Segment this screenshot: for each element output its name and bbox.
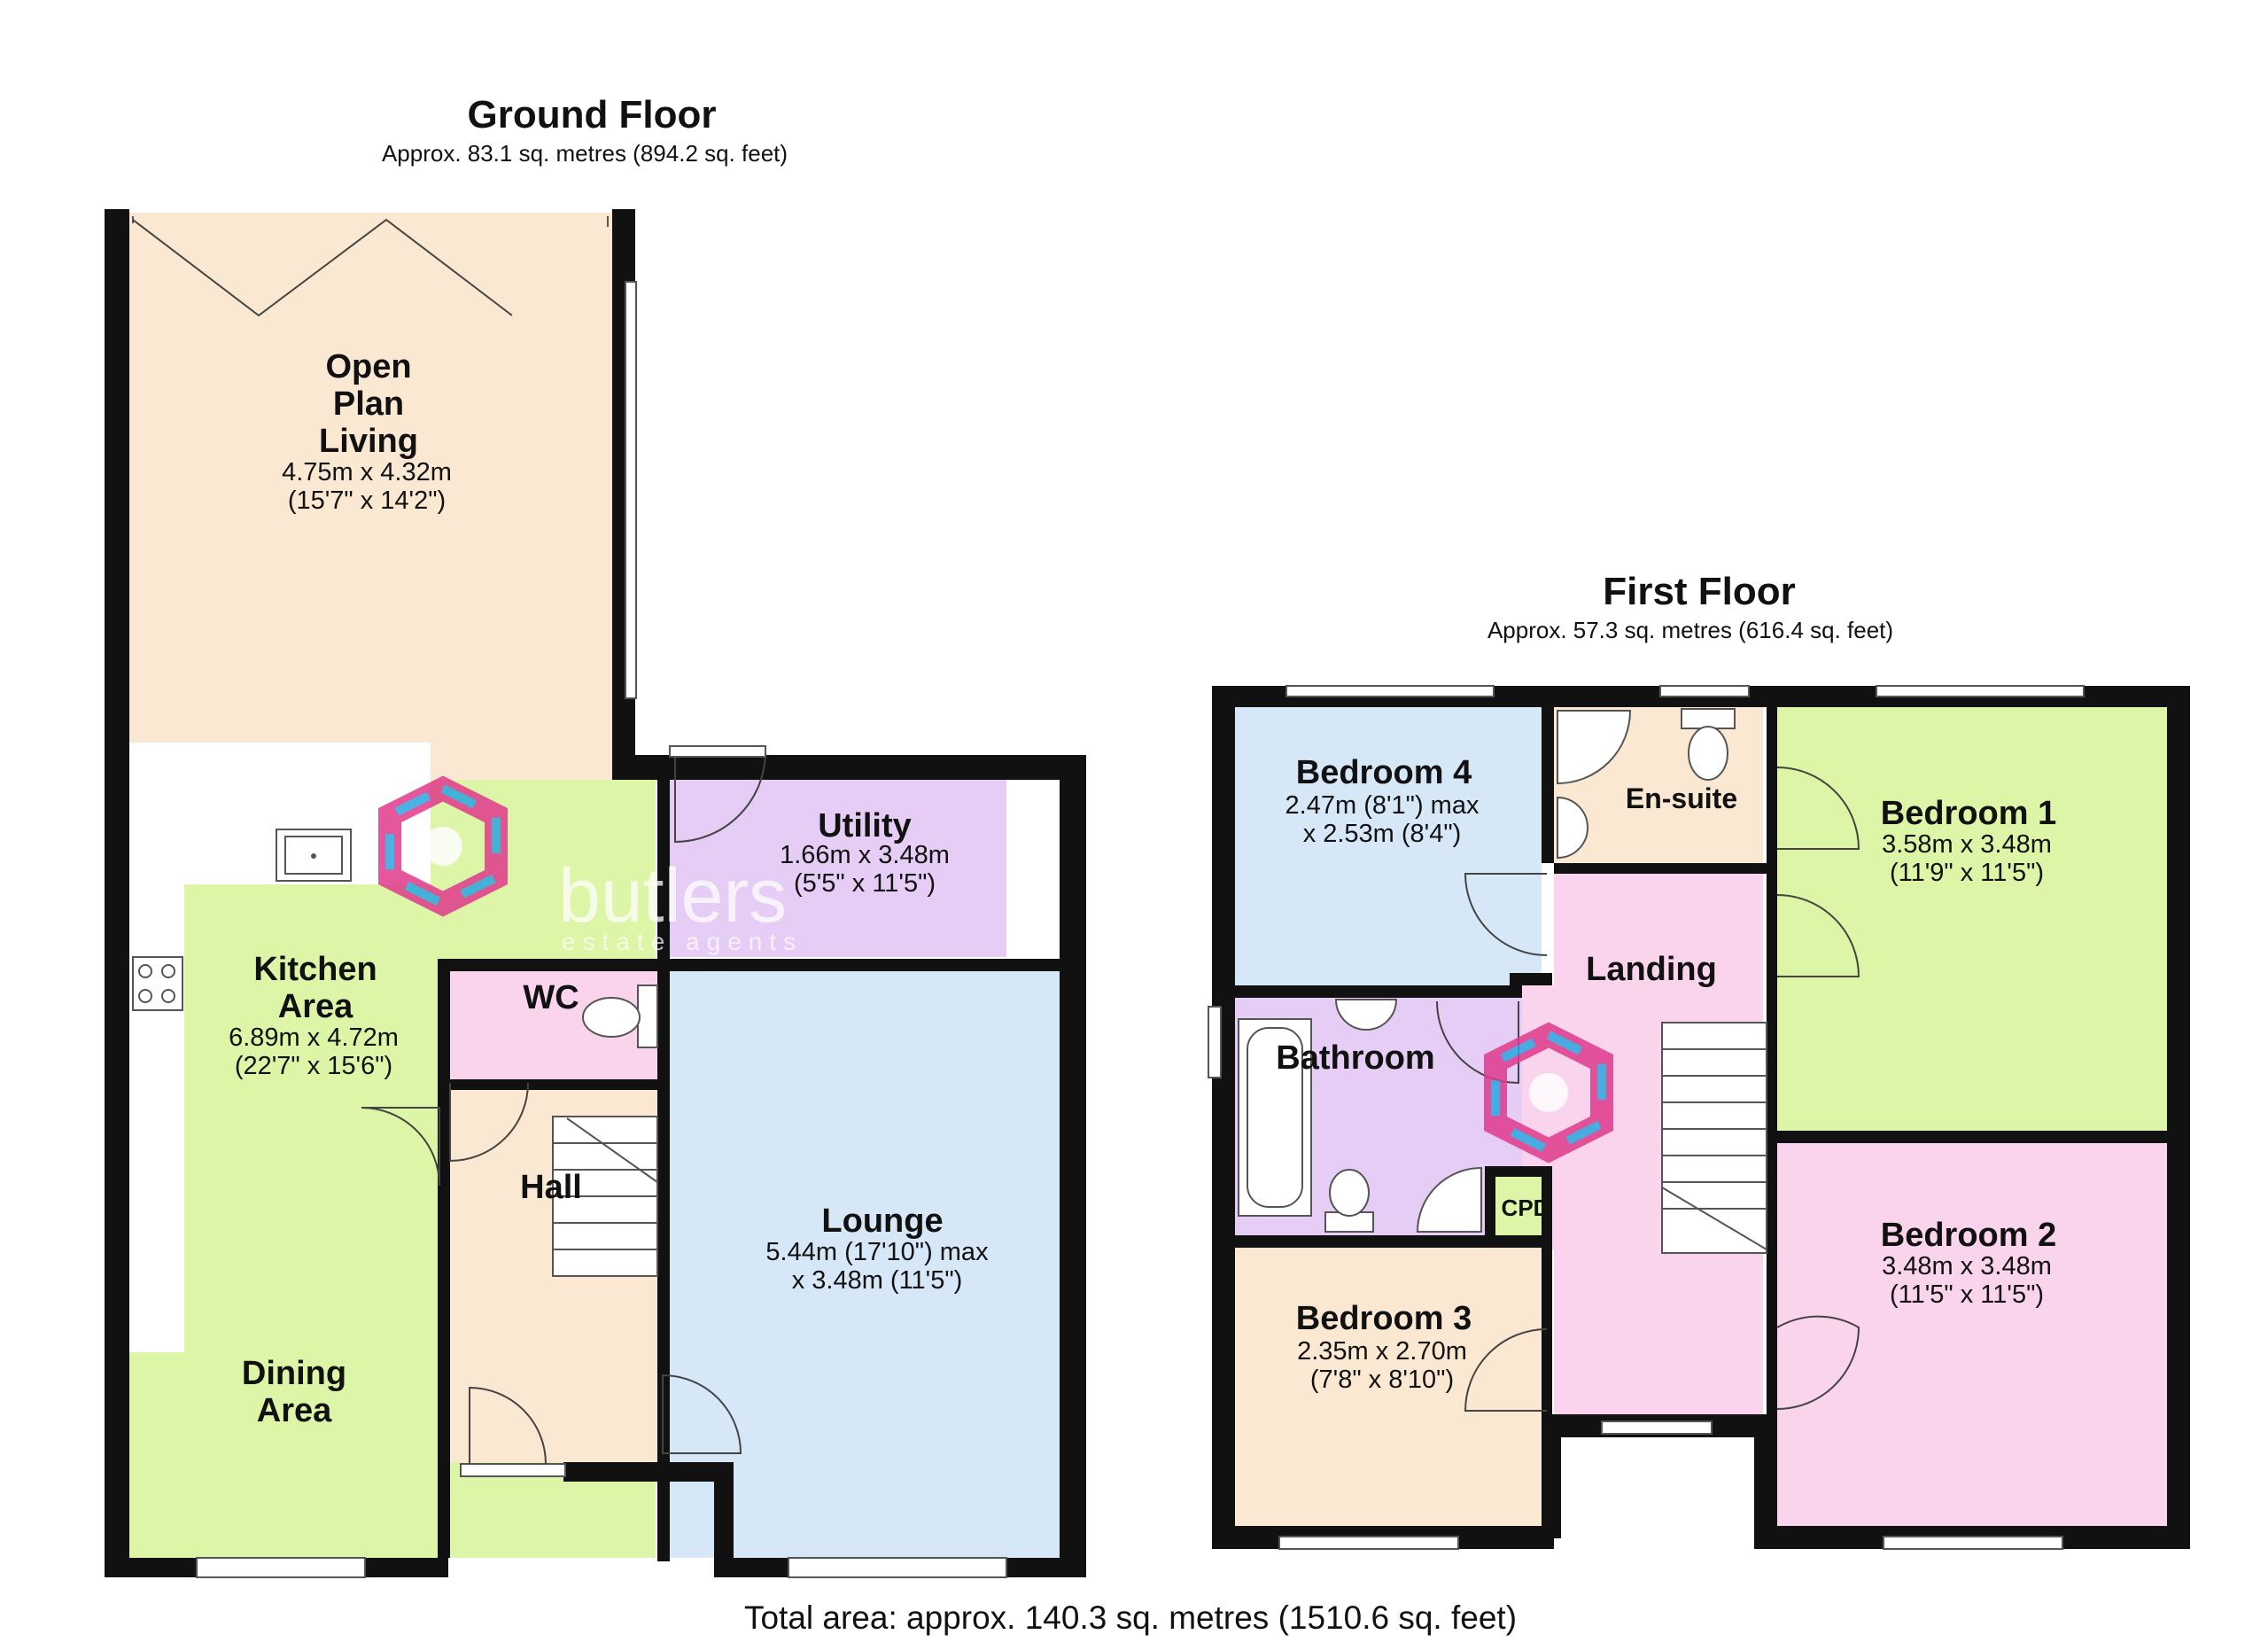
door-swing (1776, 894, 1860, 977)
bedroom4-dim-1: 2.47m (8'1") max (1285, 791, 1480, 820)
window (788, 1557, 1007, 1578)
open-plan-dim-2: (15'7" x 14'2") (288, 486, 446, 515)
sink-icon (276, 829, 352, 882)
first-floor: First Floor Approx. 57.3 sq. metres (616… (1208, 570, 2190, 1550)
hob-icon (132, 956, 183, 1011)
bedroom3-dim-2: (7'8" x 8'10") (1310, 1366, 1454, 1394)
window (1659, 685, 1750, 697)
staircase (1661, 1022, 1767, 1254)
cpd-label: CPD (1502, 1195, 1550, 1221)
bedroom1-floor (1777, 707, 2167, 1131)
basin-icon (1334, 999, 1398, 1031)
bedroom1-dim-2: (11'9" x 11'5") (1890, 859, 2044, 887)
lounge-label: Lounge (821, 1202, 943, 1240)
bedroom2-dim-2: (11'5" x 11'5") (1890, 1280, 2044, 1309)
door-swing (361, 1107, 440, 1187)
utility-floor (670, 780, 1006, 957)
window (1285, 685, 1495, 697)
bedroom2-floor (1777, 1143, 2167, 1526)
window (1208, 1006, 1222, 1078)
window (196, 1557, 366, 1578)
bedroom3-dim-1: 2.35m x 2.70m (1297, 1337, 1467, 1366)
toilet-icon (582, 985, 658, 1048)
door-swing (449, 1082, 529, 1163)
basin-icon (1557, 796, 1588, 860)
lounge-dim-2: x 3.48m (11'5") (792, 1266, 963, 1295)
lounge-floor (670, 969, 1060, 1558)
window (460, 1463, 566, 1477)
toilet-icon (1681, 708, 1736, 781)
open-plan-living-floor (129, 213, 612, 780)
toilet-icon (1324, 1169, 1374, 1233)
window (1601, 1420, 1713, 1435)
door-swing (674, 751, 767, 844)
lounge-dim-1: 5.44m (17'10") max (765, 1238, 989, 1266)
bedroom4-dim-2: x 2.53m (8'4") (1303, 820, 1462, 848)
window (625, 281, 637, 699)
open-plan-label-2: Plan (333, 385, 404, 423)
bedroom2-dim-1: 3.48m x 3.48m (1882, 1252, 2052, 1280)
landing-label: Landing (1586, 951, 1717, 988)
window (1883, 1536, 2063, 1550)
bathroom-label: Bathroom (1276, 1039, 1434, 1077)
open-plan-label-1: Open (325, 348, 411, 385)
bath-icon (1238, 1018, 1312, 1217)
shower-icon (1416, 1166, 1482, 1233)
door-swing (1776, 1315, 1860, 1410)
ground-floor-title: Ground Floor (467, 93, 716, 136)
watermark-tagline: estate agents (562, 928, 803, 955)
dining-label-2: Area (257, 1392, 332, 1429)
staircase (552, 1116, 658, 1277)
bifold-door (132, 218, 513, 317)
window (1876, 685, 2085, 697)
utility-white (1006, 780, 1021, 957)
bedroom4-label: Bedroom 4 (1296, 754, 1472, 791)
cpd-floor (1495, 1177, 1542, 1235)
kitchen-dim-1: 6.89m x 4.72m (229, 1023, 399, 1052)
door-swing (1436, 1000, 1519, 1085)
kitchen-dim-2: (22'7" x 15'6") (235, 1052, 392, 1080)
total-area: Total area: approx. 140.3 sq. metres (15… (744, 1599, 1517, 1636)
door-swing (1464, 1328, 1548, 1412)
door-swing (662, 1374, 742, 1454)
bedroom4-floor (1235, 707, 1542, 985)
kitchen-label-2: Area (278, 988, 353, 1025)
door-swing (1464, 873, 1548, 956)
first-floor-area: Approx. 57.3 sq. metres (616.4 sq. feet) (1487, 617, 1893, 643)
bedroom1-dim-1: 3.58m x 3.48m (1882, 830, 2052, 859)
first-floor-title: First Floor (1603, 570, 1796, 613)
wc-label: WC (523, 979, 579, 1016)
watermark-brand: butlers (558, 853, 787, 938)
open-plan-dim-1: 4.75m x 4.32m (282, 458, 452, 486)
butlers-logo (1484, 1022, 1613, 1164)
utility-dim-2: (5'5" x 11'5") (794, 869, 936, 898)
door-swing (1776, 767, 1860, 850)
window (1278, 1536, 1459, 1550)
shower-icon (1557, 710, 1632, 785)
utility-dim-1: 1.66m x 3.48m (780, 841, 950, 869)
utility-label: Utility (818, 807, 912, 844)
door-swing (469, 1386, 547, 1465)
ground-floor-area: Approx. 83.1 sq. metres (894.2 sq. feet) (382, 140, 788, 167)
bedroom3-label: Bedroom 3 (1296, 1300, 1472, 1337)
kitchen-label-1: Kitchen (253, 951, 377, 988)
bedroom2-label: Bedroom 2 (1881, 1217, 2056, 1254)
butlers-logo (378, 775, 508, 917)
open-plan-label-3: Living (319, 423, 418, 460)
dining-label-1: Dining (242, 1355, 346, 1392)
hall-label: Hall (520, 1169, 582, 1206)
bedroom3-floor (1235, 1248, 1542, 1526)
ground-floor: Ground Floor Approx. 83.1 sq. metres (89… (105, 93, 1086, 1578)
worktop-side (129, 884, 184, 1352)
bedroom1-label: Bedroom 1 (1881, 795, 2056, 832)
ensuite-label: En-suite (1626, 782, 1737, 814)
